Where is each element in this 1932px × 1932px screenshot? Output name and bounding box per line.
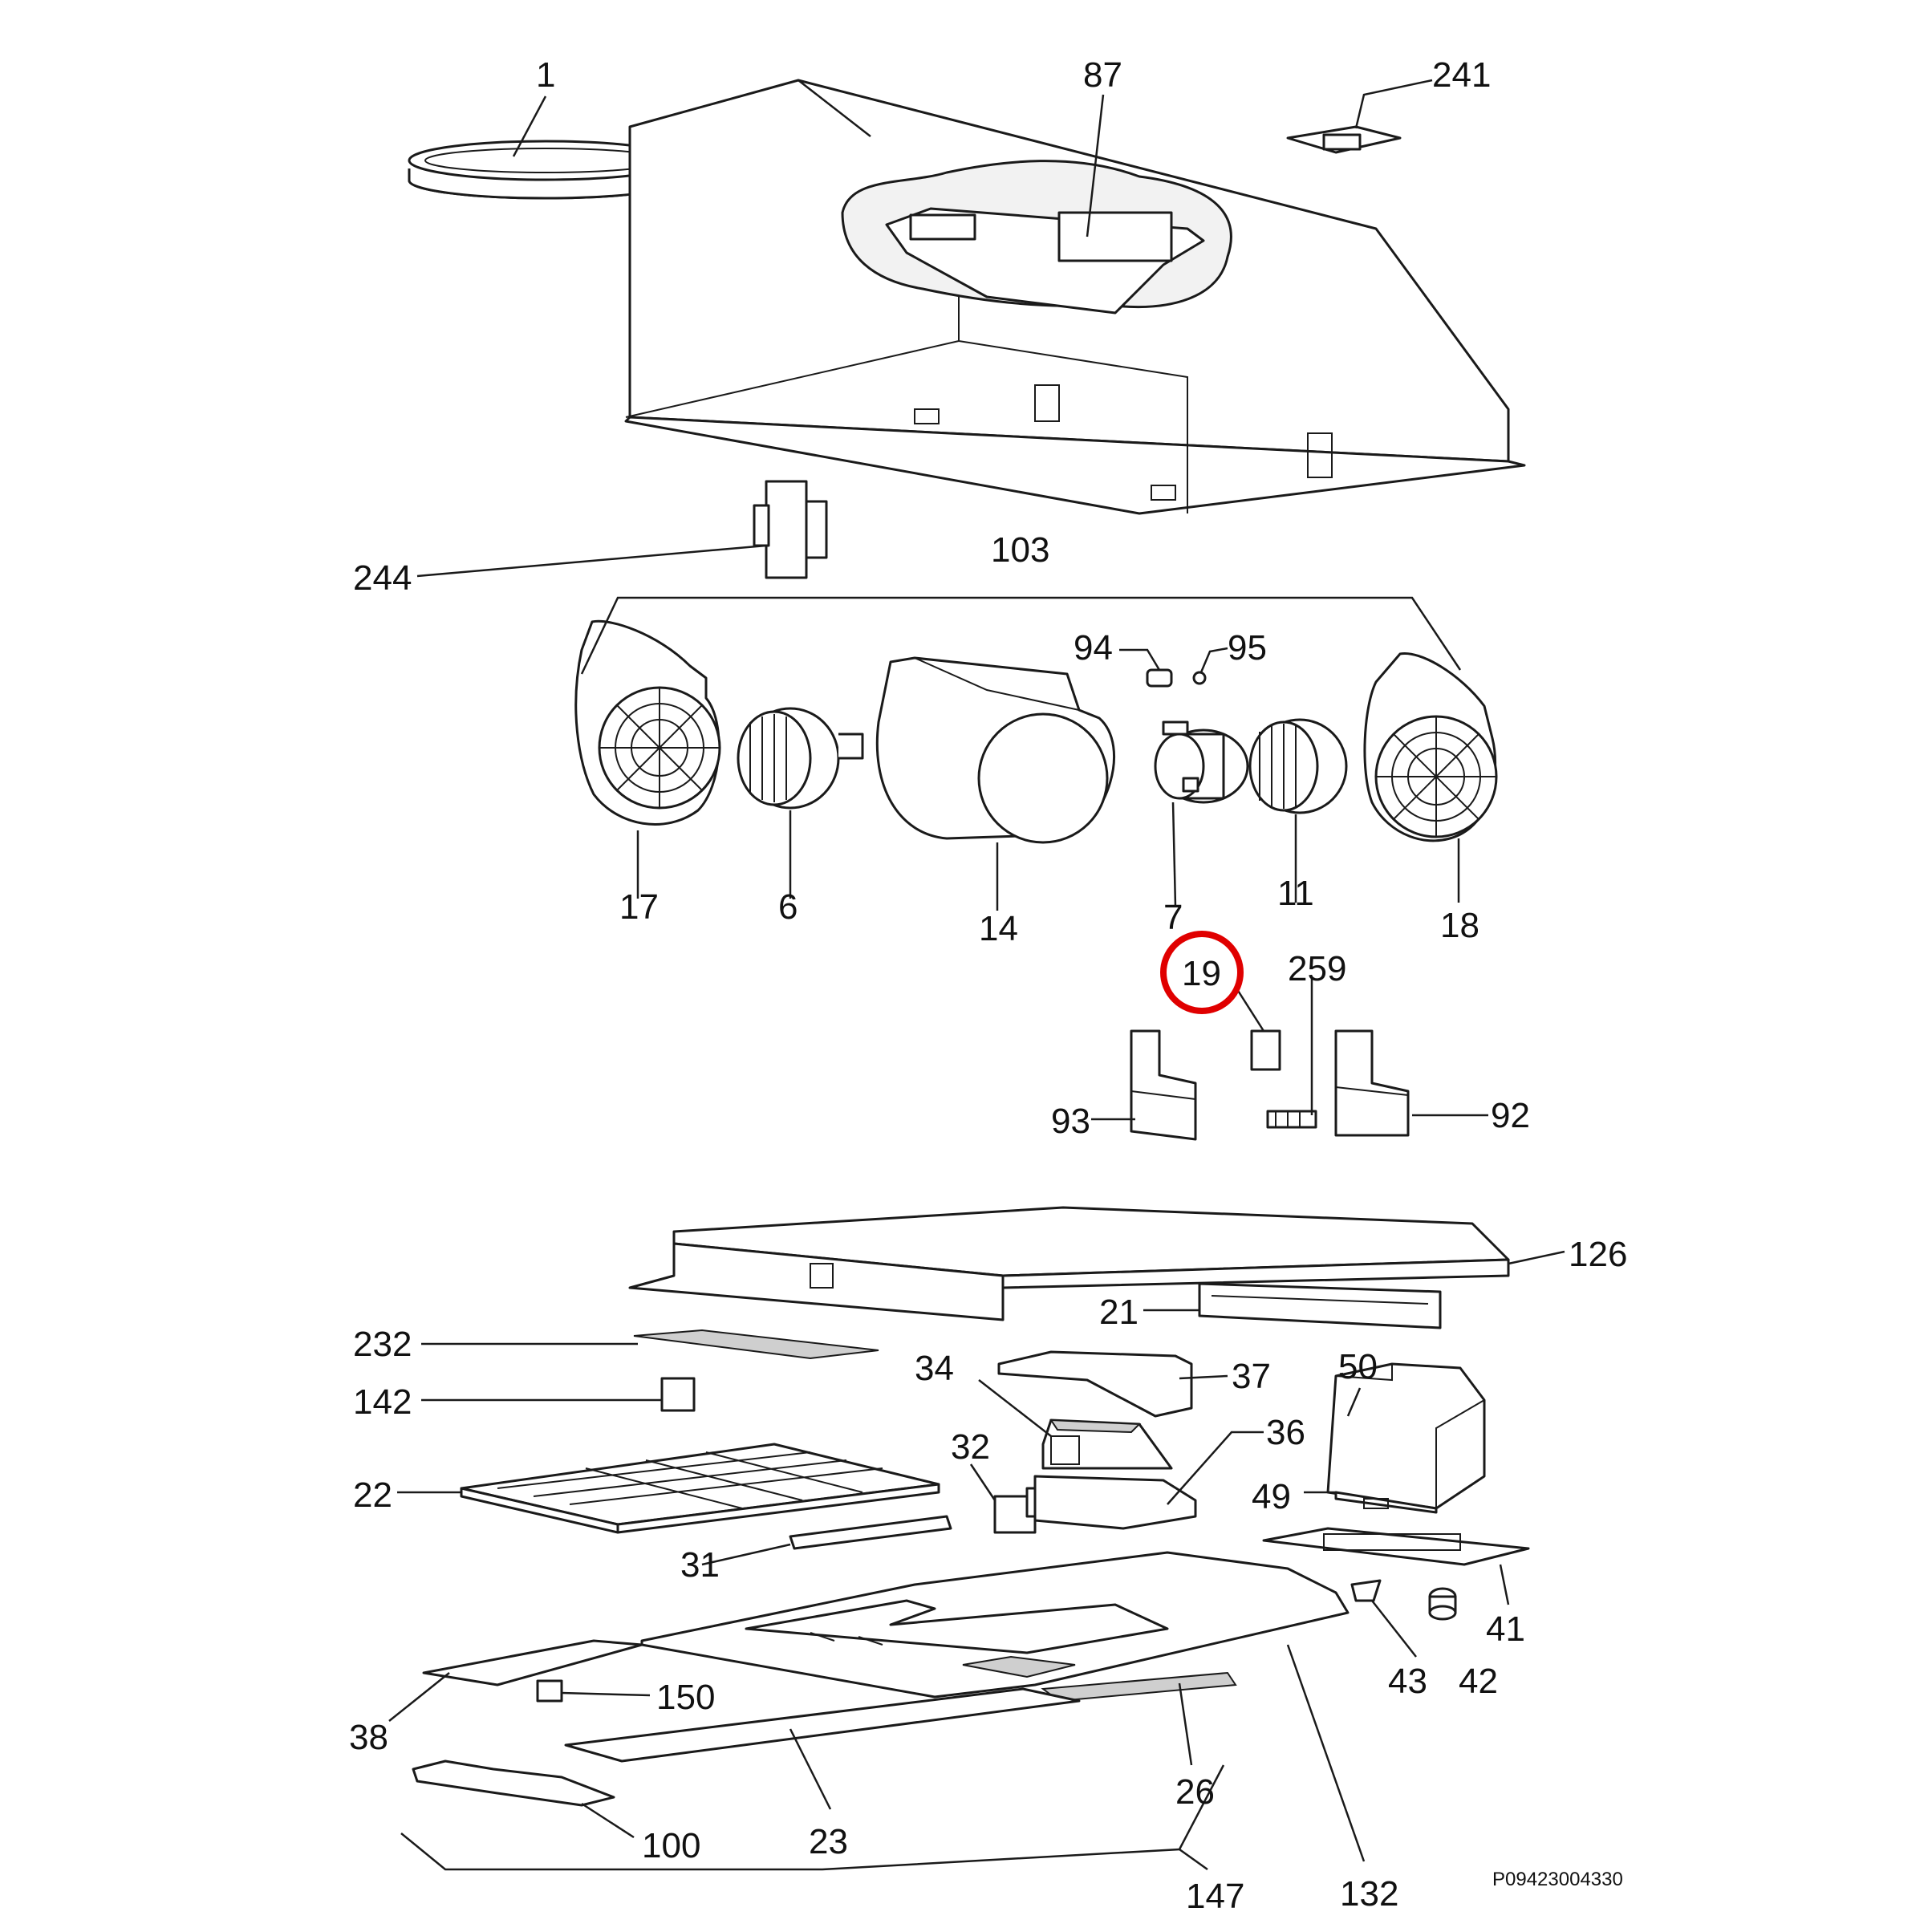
label-1: 1 [536,55,555,95]
label-18: 18 [1440,906,1479,945]
part-41-plate [1262,1527,1530,1566]
part-259-terminal [1266,1110,1317,1129]
label-17: 17 [619,887,659,927]
label-38: 38 [349,1718,388,1757]
part-19-capacitor [1250,1029,1281,1071]
part-49-pcb [1334,1491,1438,1514]
label-32: 32 [951,1427,990,1467]
part-38-trim [422,1639,643,1686]
part-7-motor [1154,720,1249,804]
part-labels: 1 87 241 244 103 94 95 17 6 14 7 11 18 1… [349,55,1627,1916]
label-103: 103 [991,530,1049,570]
label-87: 87 [1083,55,1122,95]
part-1-collar [408,140,684,200]
label-150: 150 [656,1678,715,1717]
label-132: 132 [1340,1874,1398,1914]
part-232-grille [633,1329,879,1360]
label-41: 41 [1486,1609,1525,1649]
part-142-clip [660,1377,696,1412]
part-93-bracket-left [1130,1029,1197,1141]
part-22-filter [460,1443,940,1534]
part-23-panel [564,1687,1081,1763]
label-244: 244 [353,558,412,598]
part-11-impeller-right [1248,718,1348,814]
label-34: 34 [915,1349,954,1388]
leader-lines [388,79,1565,1871]
label-42: 42 [1459,1662,1498,1701]
label-100: 100 [642,1826,700,1865]
part-31-tube-lamp [789,1515,952,1550]
label-94: 94 [1074,628,1113,668]
label-147: 147 [1186,1877,1244,1916]
label-6: 6 [778,887,798,927]
part-92-bracket-right [1334,1029,1410,1137]
label-36: 36 [1266,1413,1305,1452]
part-42-knob [1428,1587,1457,1621]
hood-housing [624,79,1526,515]
part-14-casing [875,656,1116,844]
label-19: 19 [1182,954,1221,993]
part-34-switch-housing [1041,1419,1173,1470]
part-244-clip [753,480,828,579]
part-132-bottom-frame [640,1551,1350,1699]
label-23: 23 [809,1822,848,1861]
part-150-fastener [536,1679,563,1703]
label-92: 92 [1491,1096,1530,1135]
label-22: 22 [353,1475,392,1515]
label-50: 50 [1338,1347,1378,1386]
label-259: 259 [1288,949,1346,988]
part-241-bracket [1286,125,1402,154]
part-95-nut [1192,671,1207,685]
label-95: 95 [1228,628,1267,668]
label-11: 11 [1277,874,1314,913]
label-14: 14 [979,909,1018,948]
label-142: 142 [353,1382,412,1422]
label-49: 49 [1252,1477,1291,1516]
part-37-lamp-cover [997,1350,1193,1418]
part-100-bracket [412,1760,615,1807]
label-19-highlight-ring [1160,931,1244,1014]
part-21-rail [1198,1282,1442,1329]
label-21: 21 [1099,1293,1138,1332]
part-18-scroll-housing-right [1363,651,1498,842]
part-43-button [1350,1579,1382,1602]
label-43: 43 [1388,1662,1427,1701]
part-94-connector [1146,668,1173,688]
label-93: 93 [1051,1102,1090,1141]
label-232: 232 [353,1325,412,1364]
part-126-frame [628,1206,1510,1321]
label-26: 26 [1175,1772,1215,1812]
label-241: 241 [1432,55,1491,95]
part-36-switch-base [1033,1475,1197,1530]
label-126: 126 [1569,1235,1627,1274]
part-6-impeller-left [737,707,864,810]
label-31: 31 [680,1545,720,1585]
reference-code: P09423004330 [1492,1869,1623,1890]
part-17-scroll-housing-left [574,619,721,826]
label-37: 37 [1232,1357,1271,1396]
label-7: 7 [1163,898,1183,937]
